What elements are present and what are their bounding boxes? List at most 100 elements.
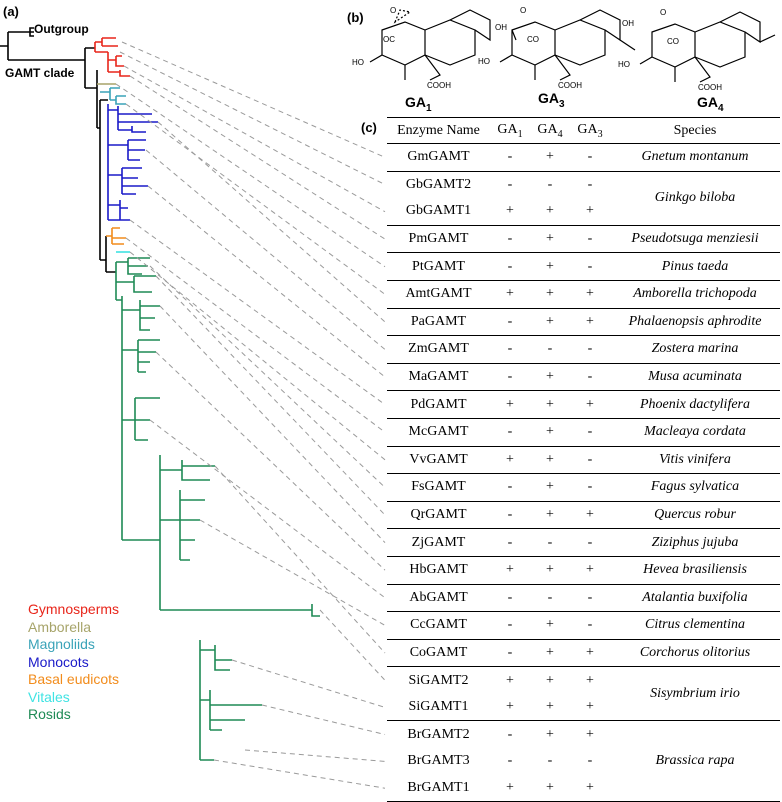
enzyme-name-cell: VvGAMT xyxy=(387,446,490,475)
table-row: BrGAMT3--- xyxy=(387,748,780,775)
connector-line xyxy=(129,219,386,406)
table-row: ZmGAMT---Zostera marina xyxy=(387,335,780,364)
table-row: AbGAMT---Atalantia buxifolia xyxy=(387,584,780,613)
ga1-cell: - xyxy=(490,611,530,640)
enzyme-name-cell: BrGAMT1 xyxy=(387,774,490,802)
ga3-cell: - xyxy=(570,446,610,475)
ga3-cell: - xyxy=(570,335,610,364)
ga3-cell: + xyxy=(570,639,610,668)
clade-legend: Gymnosperms Amborella Magnoliids Monocot… xyxy=(28,601,119,724)
tree-to-table-connectors xyxy=(115,41,386,789)
tree-rosid-clade xyxy=(115,257,320,761)
legend-item-amborella: Amborella xyxy=(28,618,92,635)
connector-line xyxy=(159,305,386,543)
table-row: SiGAMT1+++ xyxy=(387,693,780,722)
ga4-cell: + xyxy=(530,280,570,309)
table-row: CcGAMT-+-Citrus clementina xyxy=(387,611,780,640)
ga3-cell: + xyxy=(586,726,594,742)
table-row: BrGAMT2 - + + Brassica rapa xyxy=(387,720,780,802)
table-row: PdGAMT+++Phoenix dactylifera xyxy=(387,390,780,419)
enzyme-name-cell: AmtGAMT xyxy=(387,280,490,309)
species-cell: Amborella trichopoda xyxy=(610,280,780,309)
species-cell: Gnetum montanum xyxy=(610,143,780,172)
ga3-cell: - xyxy=(570,225,610,254)
header-ga3: GA3 xyxy=(570,117,610,144)
species-cell: Ginkgo biloba xyxy=(610,171,780,226)
connector-line xyxy=(231,659,386,708)
ga1-cell: - xyxy=(490,252,530,281)
ga4-cell: + xyxy=(530,556,570,585)
connector-line xyxy=(261,704,386,735)
ga1-cell: - xyxy=(490,501,530,530)
ga3-cell: - xyxy=(587,753,593,769)
species-cell: Vitis vinifera xyxy=(610,446,780,475)
svg-text:COOH: COOH xyxy=(698,83,722,92)
legend-item-gymnosperms: Gymnosperms xyxy=(28,601,120,617)
ga3-label: GA3 xyxy=(538,90,565,110)
table-row: HbGAMT+++Hevea brasiliensis xyxy=(387,556,780,585)
connector-line xyxy=(129,75,386,240)
ga1-cell: - xyxy=(490,308,530,337)
ga1-cell: - xyxy=(507,753,513,769)
enzyme-name-cell: BrGAMT2 xyxy=(407,726,470,742)
connector-line xyxy=(149,419,386,599)
enzyme-name-cell: McGAMT xyxy=(387,418,490,447)
table-row: PaGAMT-++Phalaenopsis aphrodite xyxy=(387,308,780,337)
ga4-cell: + xyxy=(530,308,570,337)
ga4-cell: + xyxy=(530,252,570,281)
svg-text:COOH: COOH xyxy=(427,81,451,90)
ga1-cell: + xyxy=(490,774,530,802)
table-row: McGAMT-+-Macleaya cordata xyxy=(387,418,780,447)
species-cell: Zostera marina xyxy=(610,335,780,364)
enzyme-name-cell: PtGAMT xyxy=(387,252,490,281)
connector-line xyxy=(115,83,386,268)
species-cell: Phalaenopsis aphrodite xyxy=(610,308,780,337)
enzyme-name-cell: SiGAMT1 xyxy=(387,693,490,722)
ga4-cell: + xyxy=(530,198,570,226)
legend-item-basal-eudicots: Basal eudicots xyxy=(28,671,120,687)
connector-line xyxy=(155,351,386,571)
ga4-cell: - xyxy=(547,753,553,769)
ga1-cell: + xyxy=(506,672,514,688)
enzyme-name-cell: PdGAMT xyxy=(387,390,490,419)
connector-line xyxy=(121,41,386,158)
connector-line xyxy=(145,149,386,350)
svg-text:HO: HO xyxy=(352,58,364,67)
table-row: GbGAMT2---Ginkgo biloba xyxy=(387,171,780,226)
ga4-cell: + xyxy=(530,501,570,530)
ga3-cell: + xyxy=(586,672,594,688)
header-enzyme-name: Enzyme Name xyxy=(387,117,490,144)
legend-item-monocots: Monocots xyxy=(28,653,89,670)
table-row: SiGAMT2+++Sisymbrium irio xyxy=(387,666,780,722)
svg-text:O: O xyxy=(660,8,666,17)
ga1-cell: - xyxy=(490,335,530,364)
ga4-cell: - xyxy=(547,176,553,192)
ga3-cell: - xyxy=(570,528,610,557)
ga3-cell: - xyxy=(570,584,610,613)
species-cell: Pinus taeda xyxy=(610,252,780,281)
ga4-cell: + xyxy=(546,672,554,688)
connector-line xyxy=(147,185,386,378)
header-species: Species xyxy=(610,117,780,144)
table-row: ZjGAMT---Ziziphus jujuba xyxy=(387,528,780,557)
ga3-cell: + xyxy=(570,280,610,309)
species-cell: Ziziphus jujuba xyxy=(610,528,780,557)
svg-text:COOH: COOH xyxy=(558,81,582,90)
ga1-cell: - xyxy=(490,225,530,254)
ga1-structure xyxy=(369,9,491,81)
ga3-cell: - xyxy=(570,611,610,640)
ga4-cell: + xyxy=(530,693,570,722)
species-cell: Brassica rapa xyxy=(610,720,780,802)
species-cell: Atalantia buxifolia xyxy=(610,584,780,613)
ga1-cell: - xyxy=(490,473,530,502)
legend-item-magnoliids: Magnoliids xyxy=(28,636,95,652)
tree-monocot-clade xyxy=(107,104,158,221)
tree-outgroup-branch xyxy=(29,27,34,37)
enzyme-name-cell: MaGAMT xyxy=(387,363,490,392)
ga1-cell: + xyxy=(490,280,530,309)
table-row: GbGAMT1+++ xyxy=(387,198,780,226)
table-row: AmtGAMT+++Amborella trichopoda xyxy=(387,280,780,309)
ga4-cell: + xyxy=(530,363,570,392)
ga4-cell: + xyxy=(530,639,570,668)
